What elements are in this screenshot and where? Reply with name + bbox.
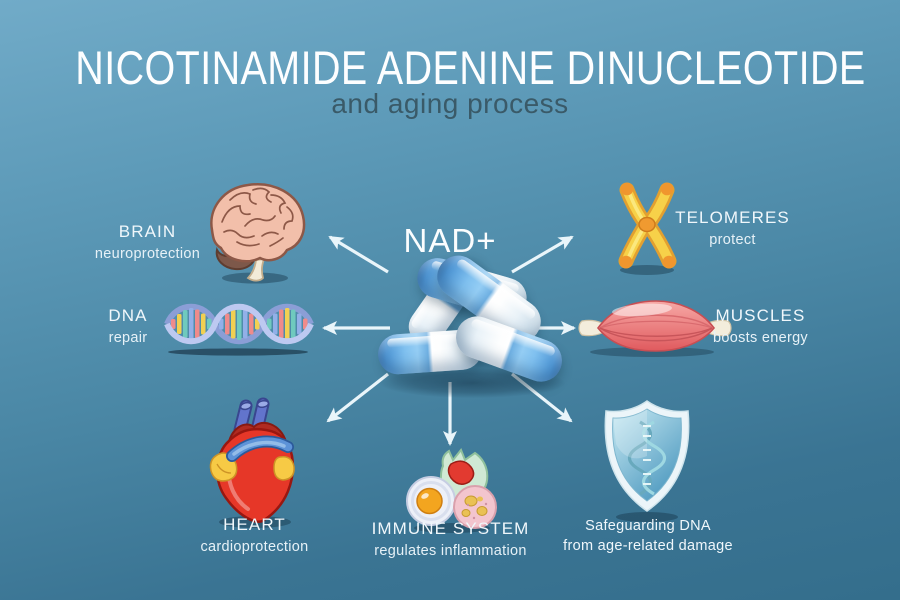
node-heart: HEART cardioprotection (172, 513, 337, 557)
shield-dna-icon (604, 400, 690, 522)
node-muscles-title: MUSCLES (715, 306, 806, 325)
node-heart-title: HEART (223, 515, 286, 534)
immune-cells-icon (406, 448, 497, 533)
node-shield-subtitle: from age-related damage (563, 538, 733, 555)
arrow-to-telomeres (511, 235, 574, 274)
node-muscles-subtitle: boosts energy (713, 329, 808, 346)
node-brain-subtitle: neuroprotection (94, 245, 201, 262)
arrow-to-heart (326, 372, 389, 423)
node-dna-subtitle: repair (108, 329, 148, 346)
chromosome-icon (618, 182, 677, 275)
node-shield: Safeguarding DNA from age-related damage (548, 516, 748, 557)
dna-helix-icon (164, 303, 314, 356)
node-muscles: MUSCLES boosts energy (698, 304, 823, 348)
node-immune-title: IMMUNE SYSTEM (371, 519, 530, 538)
subheader: and aging process (0, 88, 900, 120)
node-telomeres: TELOMERES protect (665, 206, 800, 250)
node-brain: BRAIN neuroprotection (80, 220, 215, 264)
muscle-icon (578, 300, 732, 357)
arrow-to-brain (328, 235, 389, 274)
node-dna: DNA repair (86, 304, 170, 348)
page-title: NICOTINAMIDE ADENINE DINUCLEOTIDE (75, 41, 866, 94)
node-telomeres-title: TELOMERES (675, 208, 790, 227)
node-immune: IMMUNE SYSTEM regulates inflammation (358, 517, 543, 561)
brain-icon (210, 183, 306, 284)
node-telomeres-subtitle: protect (709, 231, 756, 248)
heart-icon (209, 397, 295, 528)
nad-label: NAD+ (403, 222, 497, 259)
node-shield-title: Safeguarding DNA (585, 518, 711, 534)
header: NICOTINAMIDE ADENINE DINUCLEOTIDE (0, 40, 900, 95)
page-subtitle: and aging process (331, 88, 569, 119)
node-brain-title: BRAIN (118, 222, 177, 241)
node-dna-title: DNA (108, 306, 148, 325)
node-heart-subtitle: cardioprotection (200, 538, 309, 555)
pills-icon (372, 247, 572, 399)
node-immune-subtitle: regulates inflammation (374, 542, 527, 559)
